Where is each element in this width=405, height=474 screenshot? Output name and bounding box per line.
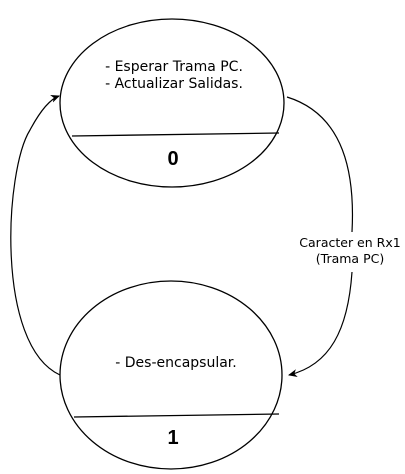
state-1-divider	[73, 413, 280, 418]
transition-0-to-1-label-line-2: (Trama PC)	[316, 251, 384, 266]
state-0-line-1: - Esperar Trama PC.	[105, 59, 243, 75]
transition-0-to-1-label-line-1: Caracter en Rx1	[299, 235, 400, 250]
state-1-number: 1	[167, 427, 178, 449]
transition-1-to-0[interactable]	[10, 94, 61, 376]
transition-0-to-1[interactable]: Caracter en Rx1 (Trama PC)	[287, 96, 401, 375]
state-0-line-2: - Actualizar Salidas.	[105, 76, 243, 92]
state-node-1[interactable]: - Des-encapsular. 1	[59, 280, 283, 470]
transition-0-to-1-arrow	[287, 96, 354, 375]
state-0-ellipse	[59, 18, 285, 188]
state-0-number: 0	[167, 148, 178, 170]
state-node-0[interactable]: - Esperar Trama PC. - Actualizar Salidas…	[59, 18, 285, 188]
state-0-divider	[71, 132, 280, 137]
transition-1-to-0-arrow	[10, 94, 61, 376]
state-1-line-1: - Des-encapsular.	[115, 355, 236, 371]
